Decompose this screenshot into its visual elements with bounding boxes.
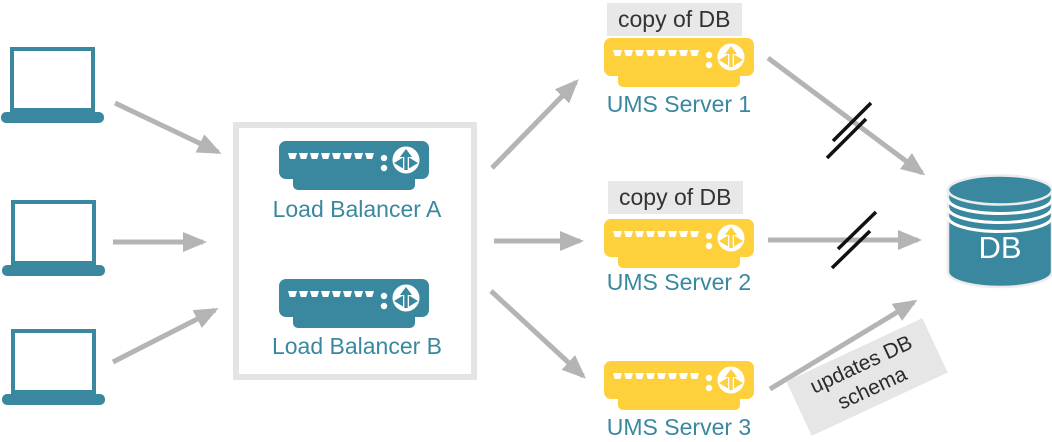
- database-label: DB: [978, 230, 1021, 265]
- arrow-client3-to-lb: [111, 307, 219, 365]
- ums-server-2-icon: [604, 219, 754, 268]
- arrow-ums3-to-db: [768, 299, 918, 392]
- laptop-icon: [2, 329, 105, 405]
- copy-of-db-badge-ums2: copy of DB: [608, 181, 743, 214]
- arrow-ums1-to-db: [766, 55, 926, 176]
- load-balancer-group-box: [233, 122, 477, 380]
- ums-server-2-label: UMS Server 2: [606, 269, 752, 295]
- load-balancer-a-icon: [279, 141, 429, 190]
- break-slash-ums2-a: [836, 210, 878, 251]
- arrow-lb-to-ums1: [490, 79, 579, 170]
- ums-server-1-icon: [604, 38, 754, 87]
- laptop-icon: [1, 47, 104, 123]
- load-balancer-a-label: Load Balancer A: [272, 196, 442, 222]
- break-slash-ums2-b: [830, 229, 872, 270]
- break-slash-ums1-a: [831, 101, 873, 143]
- break-slash-ums1-b: [825, 117, 868, 160]
- branch-glyph-icon: [719, 46, 743, 67]
- server-ports: [288, 146, 420, 174]
- branch-glyph-icon: [719, 227, 743, 248]
- laptop-icon: [2, 200, 105, 276]
- arrow-client1-to-lb: [113, 100, 222, 155]
- ums-server-1-label: UMS Server 1: [606, 91, 752, 117]
- load-balancer-b-icon: [279, 279, 429, 328]
- arrow-lb-to-ums3: [489, 289, 586, 379]
- branch-glyph-icon: [719, 369, 743, 390]
- load-balancer-b-label: Load Balancer B: [271, 333, 443, 359]
- ums-server-3-icon: [604, 361, 754, 410]
- database-icon: DB: [946, 174, 1052, 289]
- branch-glyph-icon: [394, 149, 418, 170]
- copy-of-db-badge-ums1: copy of DB: [607, 3, 742, 36]
- branch-glyph-icon: [394, 287, 418, 308]
- ums-server-3-label: UMS Server 3: [606, 414, 752, 440]
